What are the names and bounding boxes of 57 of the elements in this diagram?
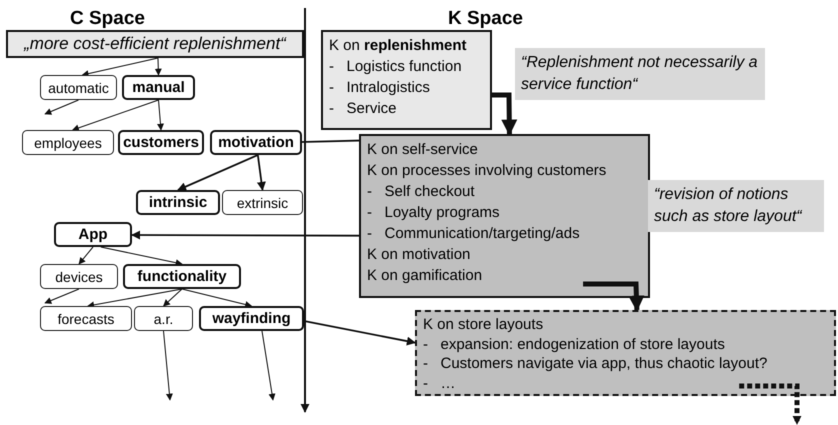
concept-box: extrinsic	[222, 190, 303, 215]
list-item-text: - Loyalty programs	[367, 203, 501, 223]
quote-note: “revision of notions such as store layout“	[648, 180, 824, 232]
list-item-text: K on self-service	[367, 140, 479, 160]
list-item-text: K on replenishment	[329, 36, 468, 56]
list-item-text: - Logistics function	[329, 57, 463, 77]
arrow	[72, 100, 159, 132]
concept-box: App	[54, 222, 132, 247]
list-item-text: - …	[423, 374, 456, 393]
space-heading: C Space	[70, 8, 145, 30]
connector-line	[302, 140, 360, 143]
arrow	[177, 154, 258, 191]
quote-note: “Replenishment not necessarily a service function“	[515, 48, 765, 100]
concept-box: „more cost-efficient replenishment“	[6, 30, 304, 58]
arrow	[262, 330, 276, 401]
list-item-text: - Self checkout	[367, 182, 476, 202]
concept-box: intrinsic	[136, 190, 220, 215]
list-item-text: - Communication/targeting/ads	[367, 224, 581, 244]
space-heading: K Space	[448, 8, 523, 30]
concept-box: functionality	[123, 264, 241, 289]
list-item-text: K on gamification	[367, 266, 484, 286]
arrow	[87, 288, 182, 308]
arrow	[82, 58, 158, 78]
arrow	[162, 288, 182, 306]
concept-box: forecasts	[40, 306, 132, 331]
list-item-text: K on processes involving customers	[367, 161, 608, 181]
arrow	[100, 246, 183, 266]
knowledge-box	[321, 30, 492, 130]
arrow	[78, 246, 94, 265]
concept-box: wayfinding	[199, 306, 304, 331]
arrow	[154, 58, 162, 76]
concept-box: devices	[40, 264, 118, 289]
arrow	[157, 100, 164, 131]
arrow	[492, 92, 518, 136]
concept-box: manual	[122, 75, 195, 100]
list-item-text: - Intralogistics	[329, 78, 431, 98]
arrow	[583, 282, 644, 312]
list-item-text: K on motivation	[367, 245, 472, 265]
arrow	[44, 100, 79, 115]
concept-box: motivation	[210, 130, 302, 155]
knowledge-box	[359, 134, 650, 298]
arrow	[304, 320, 416, 346]
arrow	[44, 288, 80, 304]
concept-box: employees	[22, 130, 114, 155]
concept-box: a.r.	[134, 306, 193, 331]
list-item-text: - Customers navigate via app, thus chaotic layout?	[423, 354, 768, 374]
concept-box: customers	[118, 130, 204, 155]
list-item-text: - expansion: endogenization of store layouts	[423, 334, 726, 354]
arrow	[163, 330, 173, 401]
arrow	[182, 288, 252, 308]
arrow	[131, 230, 359, 240]
list-item-text: - Service	[329, 99, 398, 119]
arrow	[256, 154, 266, 191]
knowledge-box	[415, 310, 836, 396]
concept-box: automatic	[40, 75, 117, 100]
list-item-text: K on store layouts	[423, 315, 544, 334]
arrow	[739, 384, 802, 425]
